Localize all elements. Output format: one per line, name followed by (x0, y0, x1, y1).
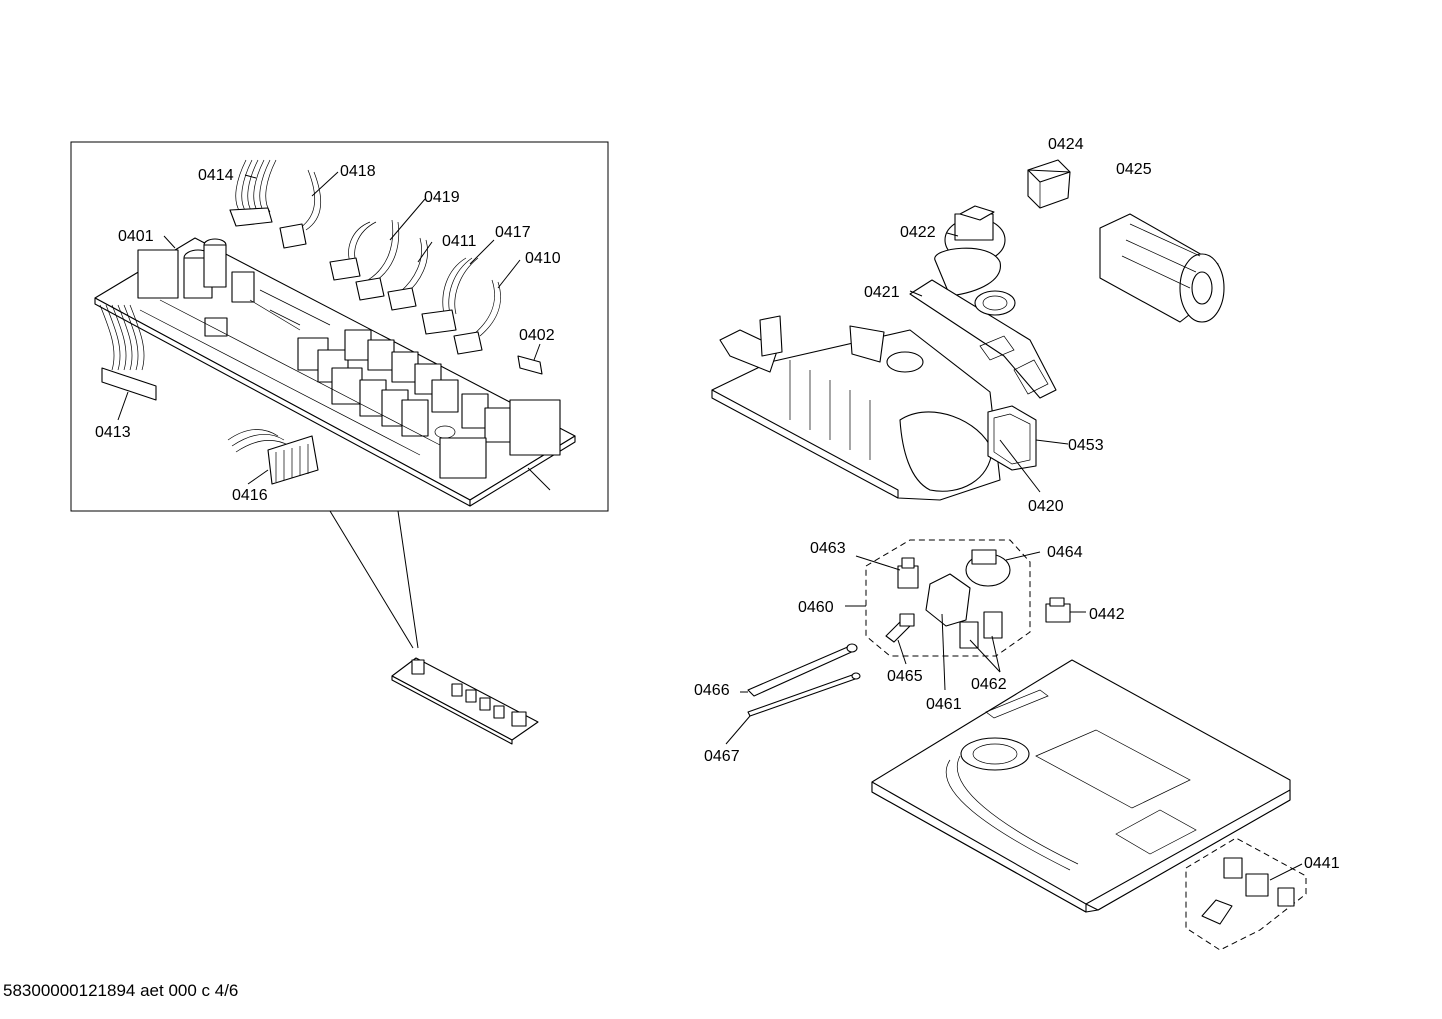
label-0411: 0411 (442, 233, 477, 250)
label-0465: 0465 (887, 668, 923, 685)
connector-0411 (387, 237, 428, 311)
base-plate (871, 659, 1291, 913)
rod-0467 (747, 672, 861, 717)
label-0419: 0419 (424, 189, 460, 206)
ribbon-cable-0413 (99, 304, 157, 401)
label-0401: 0401 (118, 228, 154, 245)
frame-0420 (711, 315, 1001, 501)
label-0417: 0417 (495, 224, 531, 241)
label-0418: 0418 (340, 163, 376, 180)
connector-0419 (329, 219, 400, 301)
switch-group-0441 (1185, 837, 1307, 951)
label-0441: 0441 (1304, 855, 1340, 872)
label-0420: 0420 (1028, 498, 1064, 515)
label-0422: 0422 (900, 224, 936, 241)
connector-0442 (1045, 597, 1071, 623)
switch-group-0460 (865, 539, 1031, 657)
control-board-detail (94, 237, 576, 507)
control-board-small (391, 657, 539, 745)
label-0416: 0416 (232, 487, 268, 504)
label-0413: 0413 (95, 424, 131, 441)
label-0466: 0466 (694, 682, 730, 699)
label-0425: 0425 (1116, 161, 1152, 178)
fuse-0402 (517, 355, 543, 375)
label-0467: 0467 (704, 748, 740, 765)
wire-harness-0414 (229, 159, 277, 227)
label-0402: 0402 (519, 327, 555, 344)
cooling-duct-0421 (909, 247, 1057, 399)
connector-0418 (279, 169, 322, 249)
connector-0417 (421, 257, 479, 335)
label-0464: 0464 (1047, 544, 1083, 561)
rod-0466 (747, 643, 858, 697)
label-0421: 0421 (864, 284, 900, 301)
document-footer-code: 58300000121894 aet 000 c 4/6 (3, 981, 239, 1000)
label-0462: 0462 (971, 676, 1007, 693)
connector-0410 (453, 279, 501, 355)
transformer-0424 (1027, 159, 1071, 209)
detail-inset (70, 141, 609, 649)
label-0463: 0463 (810, 540, 846, 557)
label-0410: 0410 (525, 250, 561, 267)
label-0442: 0442 (1089, 606, 1125, 623)
part-labels: 0414 0418 0419 0401 0411 0417 0410 0402 … (95, 136, 1340, 872)
label-0414: 0414 (198, 167, 234, 184)
tangential-fan-0425 (1099, 213, 1225, 323)
label-0453: 0453 (1068, 437, 1104, 454)
leader-lines (117, 171, 1303, 881)
gasket-0453 (987, 405, 1037, 471)
label-0461: 0461 (926, 696, 962, 713)
connector-0416 (227, 429, 319, 485)
label-0460: 0460 (798, 599, 834, 616)
label-0424: 0424 (1048, 136, 1084, 153)
